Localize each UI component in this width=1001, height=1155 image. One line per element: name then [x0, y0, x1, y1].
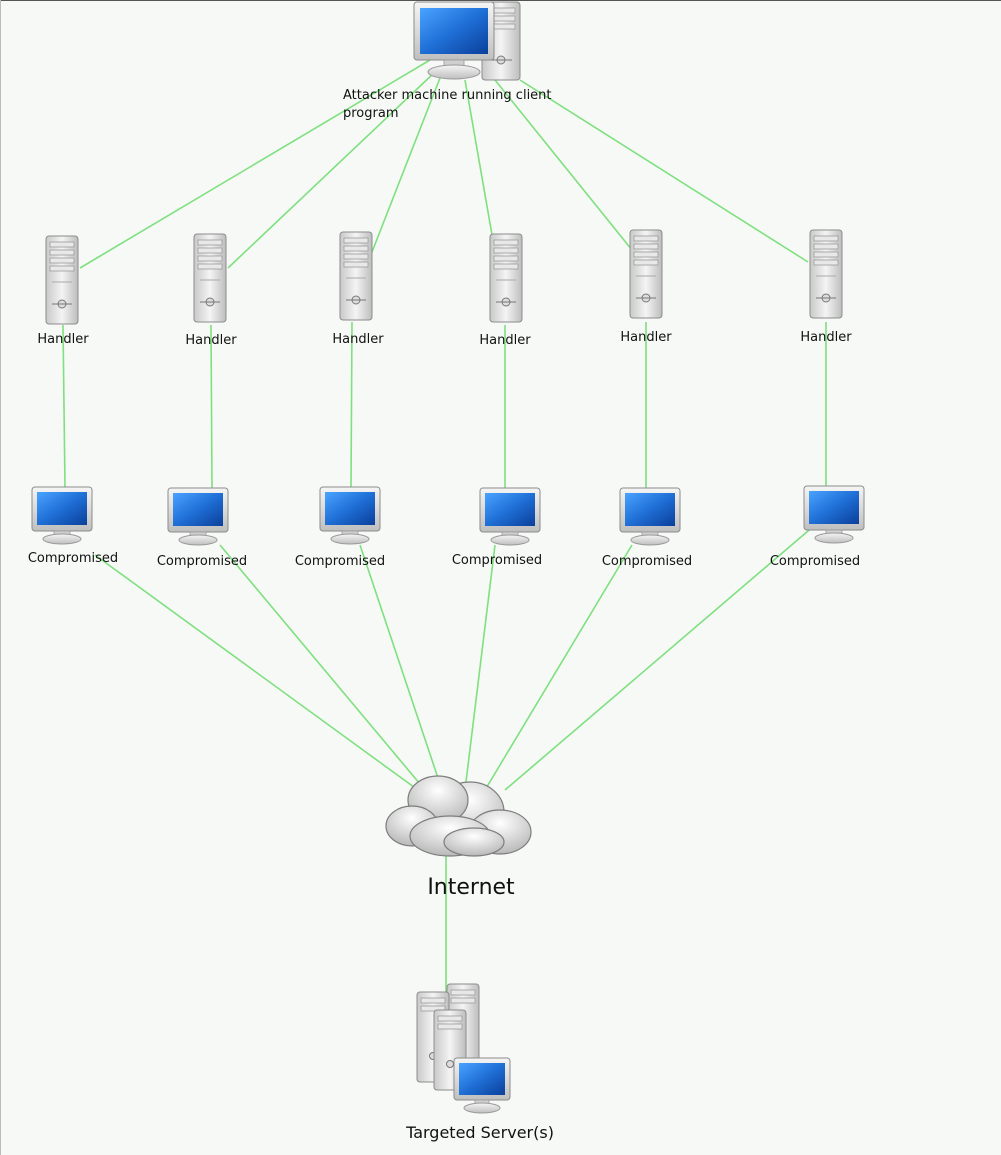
link-attacker-handler-3: [371, 77, 441, 253]
server-tower-icon: [489, 233, 523, 323]
attacker-label-line-2: program: [343, 106, 399, 121]
monitor-icon: [31, 486, 93, 545]
server-tower-icon: [339, 231, 373, 321]
compromised-node: Compromised: [602, 487, 692, 569]
handler-label: Handler: [37, 332, 89, 347]
monitor-icon: [413, 1, 495, 80]
server-tower-icon: [809, 229, 843, 319]
monitor-icon: [479, 487, 541, 546]
cloud-icon: [385, 775, 532, 857]
monitor-icon: [167, 487, 229, 546]
handler-node: Handler: [800, 229, 852, 345]
handler-label: Handler: [620, 330, 672, 345]
internet-label: Internet: [427, 875, 515, 900]
link-attacker-handler-6: [519, 79, 809, 263]
monitor-icon: [453, 1057, 511, 1114]
server-tower-icon: [193, 233, 227, 323]
compromised-label: Compromised: [28, 551, 118, 566]
attacker-label-line-1: Attacker machine running client: [343, 88, 552, 103]
link-compromised-internet-1: [94, 554, 419, 791]
handler-label: Handler: [332, 332, 384, 347]
link-attacker-handler-1: [79, 59, 431, 269]
handler-row: Handler Handler Handler Handler Handler Handl…: [37, 229, 852, 348]
handler-node: Handler: [479, 233, 531, 348]
connection-lines: [62, 59, 827, 995]
link-compromised-internet-4: [464, 544, 496, 791]
target-node: Targeted Server(s): [405, 983, 554, 1142]
handler-node: Handler: [332, 231, 384, 347]
link-handler-compromised-1: [62, 324, 66, 489]
link-attacker-handler-5: [494, 79, 633, 251]
handler-node: Handler: [620, 229, 672, 345]
compromised-label: Compromised: [770, 554, 860, 569]
compromised-label: Compromised: [157, 554, 247, 569]
server-tower-icon: [629, 229, 663, 319]
monitor-icon: [319, 486, 381, 545]
compromised-label: Compromised: [295, 554, 385, 569]
handler-label: Handler: [479, 333, 531, 348]
compromised-node: Compromised: [452, 487, 542, 568]
attacker-node: Attacker machine running client program: [343, 1, 552, 121]
link-attacker-handler-4: [464, 79, 496, 253]
monitor-icon: [619, 487, 681, 546]
internet-node: Internet: [385, 775, 532, 900]
target-label: Targeted Server(s): [405, 1123, 554, 1142]
handler-node: Handler: [185, 233, 237, 348]
compromised-row: Compromised Compromised Compromised Comprom…: [28, 485, 865, 569]
compromised-label: Compromised: [452, 553, 542, 568]
compromised-node: Compromised: [770, 485, 865, 569]
compromised-label: Compromised: [602, 554, 692, 569]
handler-label: Handler: [185, 333, 237, 348]
compromised-node: Compromised: [295, 486, 385, 569]
link-compromised-internet-5: [484, 544, 633, 791]
compromised-node: Compromised: [28, 486, 118, 566]
left-border: [0, 0, 1, 1155]
link-handler-compromised-3: [350, 321, 353, 489]
top-border: [0, 0, 1001, 1]
compromised-node: Compromised: [157, 487, 247, 569]
handler-node: Handler: [37, 235, 89, 347]
monitor-icon: [803, 485, 865, 544]
handler-label: Handler: [800, 330, 852, 345]
link-compromised-internet-3: [359, 544, 443, 791]
link-compromised-internet-2: [219, 544, 426, 791]
link-attacker-handler-2: [227, 71, 436, 269]
server-tower-icon: [45, 235, 79, 325]
link-compromised-internet-6: [504, 524, 816, 791]
link-handler-compromised-2: [210, 324, 213, 489]
